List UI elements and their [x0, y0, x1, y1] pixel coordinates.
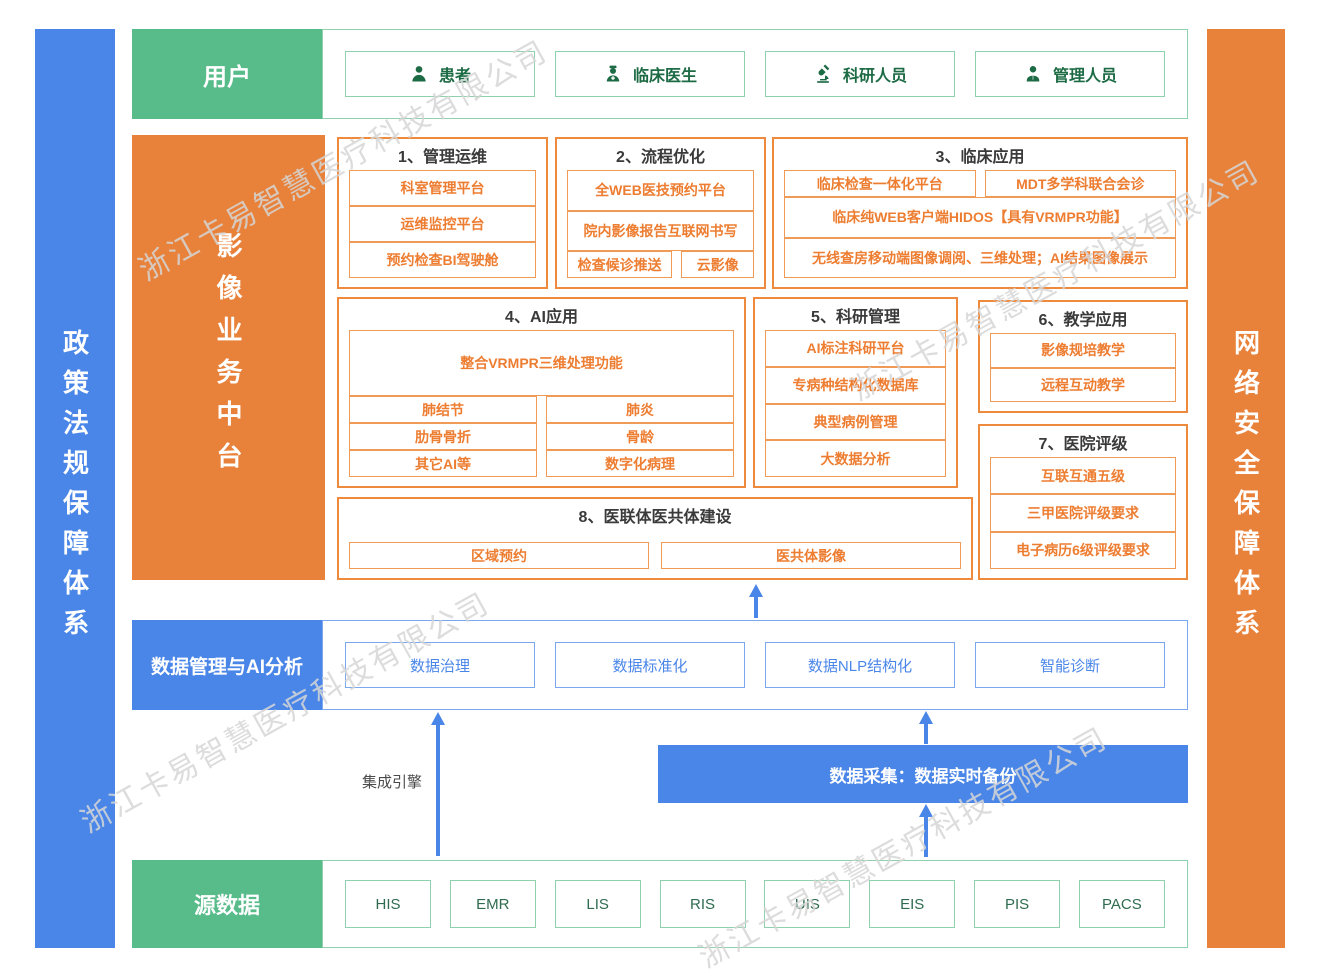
user-box-label: 管理人员	[1052, 68, 1117, 85]
capability-box: 影像规培教学	[990, 333, 1176, 368]
capability-box: 大数据分析	[765, 440, 946, 477]
integration-engine-label: 集成引擎	[361, 774, 422, 791]
data-collection-box: 数据采集：数据实时备份	[658, 745, 1188, 803]
security-sidebar-label: 网络安全保障体系	[1230, 328, 1261, 649]
data-mgmt-box: 数据治理	[345, 642, 535, 688]
section-title: 2、流程优化	[616, 149, 705, 166]
capability-box: 电子病历6级评级要求	[990, 531, 1176, 569]
data-mgmt-row-label: 数据管理与AI分析	[132, 620, 322, 710]
microscope-icon	[817, 64, 830, 83]
section-clinical-application: 3、临床应用 临床检查一体化平台 MDT多学科联合会诊 临床纯WEB客户端HID…	[772, 137, 1188, 289]
section-medical-alliance: 8、医联体医共体建设 区域预约 医共体影像	[337, 497, 973, 580]
capability-box: 肋骨骨折	[349, 423, 537, 450]
section-title: 8、医联体医共体建设	[578, 509, 732, 526]
section-title: 1、管理运维	[398, 149, 487, 166]
section-title: 5、科研管理	[811, 309, 900, 326]
users-row-label: 用户	[132, 29, 322, 119]
section-title: 3、临床应用	[935, 149, 1025, 166]
source-system-box: EMR	[449, 880, 536, 928]
capability-box: 整合VRMPR三维处理功能	[349, 330, 734, 396]
section-title: 4、AI应用	[505, 309, 578, 326]
business-center-label-text: 影像业务中台	[213, 231, 243, 484]
capability-box: 检查候诊推送	[567, 251, 673, 278]
section-ai-application: 4、AI应用 整合VRMPR三维处理功能 肺结节 肺炎 肋骨骨折 骨龄 其它AI…	[337, 297, 746, 488]
security-sidebar: 网络安全保障体系	[1207, 29, 1285, 948]
up-arrow-icon	[430, 712, 445, 856]
capability-box: MDT多学科联合会诊	[984, 170, 1176, 197]
up-arrow-icon	[918, 711, 933, 744]
capability-box: 数字化病理	[546, 450, 734, 477]
capability-box: 互联互通五级	[990, 457, 1176, 495]
source-system-box: LIS	[554, 880, 641, 928]
source-system-box: PIS	[974, 880, 1061, 928]
data-mgmt-box: 数据标准化	[555, 642, 745, 688]
section-process-optimization: 2、流程优化 全WEB医技预约平台 院内影像报告互联网书写 检查候诊推送 云影像	[555, 137, 766, 289]
capability-box: 云影像	[681, 251, 754, 278]
section-hospital-rating: 7、医院评级 互联互通五级 三甲医院评级要求 电子病历6级评级要求	[978, 424, 1188, 580]
capability-box: 医共体影像	[661, 542, 961, 569]
capability-box: 全WEB医技预约平台	[567, 170, 754, 211]
capability-box: 骨龄	[546, 423, 734, 450]
capability-box: 预约检查BI驾驶舱	[349, 242, 536, 278]
capability-box: 专病种结构化数据库	[765, 366, 946, 404]
capability-box: 科室管理平台	[349, 170, 536, 206]
policy-sidebar-label: 政策法规保障体系	[59, 328, 90, 649]
section-teaching-application: 6、教学应用 影像规培教学 远程互动教学	[978, 300, 1188, 413]
up-arrow-icon	[918, 804, 933, 857]
business-center-label: 影像业务中台	[132, 135, 325, 580]
section-title: 7、医院评级	[1038, 436, 1128, 453]
user-box-admin: 管理人员	[975, 51, 1165, 97]
user-box-label: 患者	[438, 68, 471, 85]
data-mgmt-box: 数据NLP结构化	[765, 642, 955, 688]
user-box-doctor: 临床医生	[555, 51, 745, 97]
data-mgmt-row: 数据治理 数据标准化 数据NLP结构化 智能诊断	[322, 620, 1188, 710]
capability-box: 肺炎	[546, 396, 734, 423]
up-arrow-icon	[748, 584, 763, 618]
capability-box: AI标注科研平台	[765, 330, 946, 367]
user-box-label: 临床医生	[632, 68, 697, 85]
source-system-box: EIS	[869, 880, 956, 928]
capability-box: 运维监控平台	[349, 206, 536, 242]
data-mgmt-box: 智能诊断	[975, 642, 1165, 688]
section-title: 6、教学应用	[1038, 312, 1128, 329]
capability-box: 临床纯WEB客户端HIDOS【具有VRMPR功能】	[784, 197, 1176, 238]
user-box-patient: 患者	[345, 51, 535, 97]
capability-box: 无线查房移动端图像调阅、三维处理；AI结果图像展示	[784, 237, 1176, 278]
patient-icon	[412, 66, 426, 82]
source-system-box: RIS	[659, 880, 746, 928]
users-row: 患者 临床医生 科研人员 管理人员	[322, 29, 1188, 119]
doctor-icon	[606, 65, 620, 82]
capability-box: 肺结节	[349, 396, 537, 423]
policy-sidebar: 政策法规保障体系	[35, 29, 115, 948]
capability-box: 其它AI等	[349, 450, 537, 477]
section-management-ops: 1、管理运维 科室管理平台 运维监控平台 预约检查BI驾驶舱	[337, 137, 548, 289]
source-system-box: PACS	[1078, 880, 1165, 928]
capability-box: 区域预约	[349, 542, 649, 569]
source-system-box: UIS	[764, 880, 851, 928]
capability-box: 院内影像报告互联网书写	[567, 210, 754, 251]
capability-box: 远程互动教学	[990, 367, 1176, 402]
user-box-researcher: 科研人员	[765, 51, 955, 97]
source-system-box: HIS	[345, 880, 431, 928]
source-row: HIS EMR LIS RIS UIS EIS PIS PACS	[322, 860, 1188, 948]
source-row-label: 源数据	[132, 860, 322, 948]
admin-icon	[1026, 66, 1040, 82]
capability-box: 临床检查一体化平台	[784, 170, 976, 197]
capability-box: 三甲医院评级要求	[990, 494, 1176, 532]
section-research-management: 5、科研管理 AI标注科研平台 专病种结构化数据库 典型病例管理 大数据分析	[753, 297, 958, 488]
capability-box: 典型病例管理	[765, 403, 946, 441]
user-box-label: 科研人员	[842, 68, 907, 85]
